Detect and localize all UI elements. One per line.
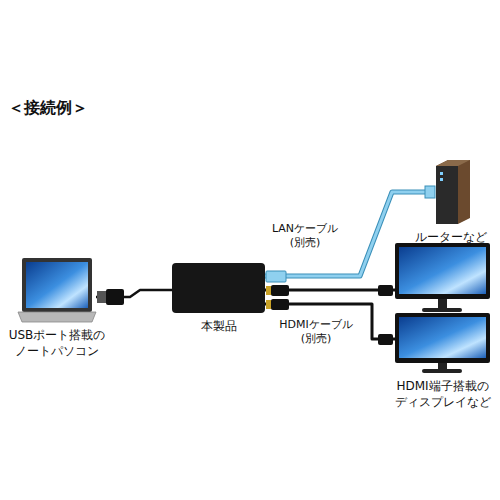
product-node: 本製品 bbox=[172, 263, 265, 313]
cable-label: HDMIケーブル (別売) bbox=[266, 318, 366, 347]
diagram-title: ＜接続例＞ bbox=[8, 98, 88, 119]
router-node: ルーターなど bbox=[432, 160, 470, 224]
laptop-illustration bbox=[18, 258, 96, 322]
cable-label: LANケーブル (別売) bbox=[261, 222, 349, 251]
display-illustrations bbox=[395, 243, 490, 373]
router-illustration bbox=[436, 160, 470, 224]
device-caption: USBポート搭載の ノートパソコン bbox=[5, 328, 109, 359]
device-caption: HDMI端子搭載の ディスプレイなど bbox=[389, 379, 497, 410]
usb-plug-body bbox=[106, 289, 124, 305]
device-caption: ルーターなど bbox=[411, 230, 491, 246]
device-caption: 本製品 bbox=[189, 319, 249, 335]
display-node: HDMI端子搭載の ディスプレイなど bbox=[395, 243, 490, 373]
usb-plug bbox=[97, 291, 107, 303]
laptop-node: USBポート搭載の ノートパソコン bbox=[18, 258, 96, 322]
product-body bbox=[172, 263, 265, 313]
